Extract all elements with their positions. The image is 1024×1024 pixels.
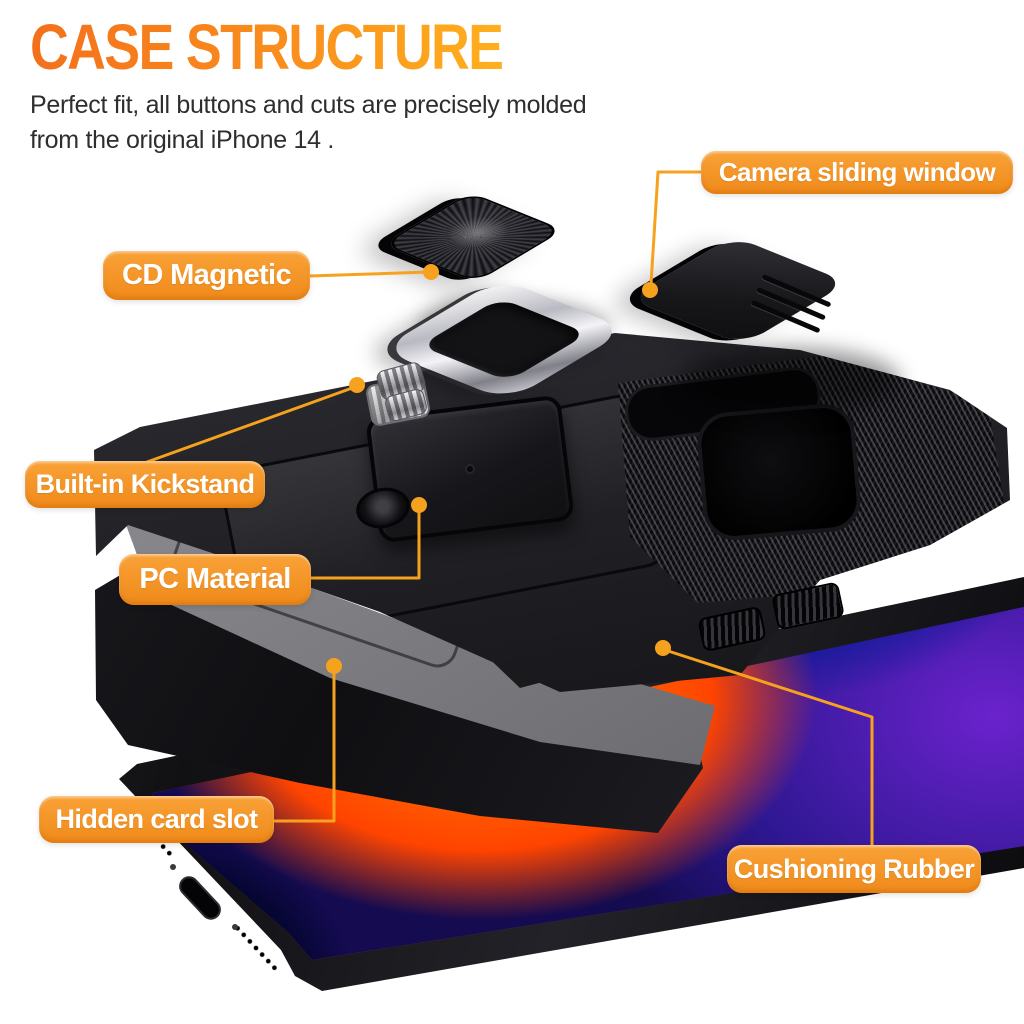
subtitle-line-1: Perfect fit, all buttons and cuts are pr… <box>30 91 587 119</box>
subtitle-line-2: from the original iPhone 14 . <box>30 126 334 154</box>
shadow <box>680 348 900 414</box>
frame-screw <box>170 864 176 870</box>
callout-label-pc-material: PC Material <box>119 554 311 605</box>
page-subtitle: Perfect fit, all buttons and cuts are pr… <box>30 88 592 158</box>
cd-magnetic-plate <box>382 192 564 283</box>
leader-cd-magnetic <box>307 270 431 278</box>
callout-label-cd-magnetic: CD Magnetic <box>103 251 310 300</box>
callout-label-built-in-kickstand: Built-in Kickstand <box>25 461 265 508</box>
page-title: CASE STRUCTURE <box>30 11 504 83</box>
callout-label-hidden-card-slot: Hidden card slot <box>39 796 274 843</box>
callout-label-cushioning-rubber: Cushioning Rubber <box>727 845 981 893</box>
header: CASE STRUCTURE Perfect fit, all buttons … <box>30 14 592 158</box>
camera-lens-hole <box>694 401 864 543</box>
callout-label-camera-sliding-window: Camera sliding window <box>701 151 1013 194</box>
screw-icon <box>464 463 476 475</box>
disc-sheen <box>386 194 560 281</box>
frame-screw <box>232 924 238 930</box>
